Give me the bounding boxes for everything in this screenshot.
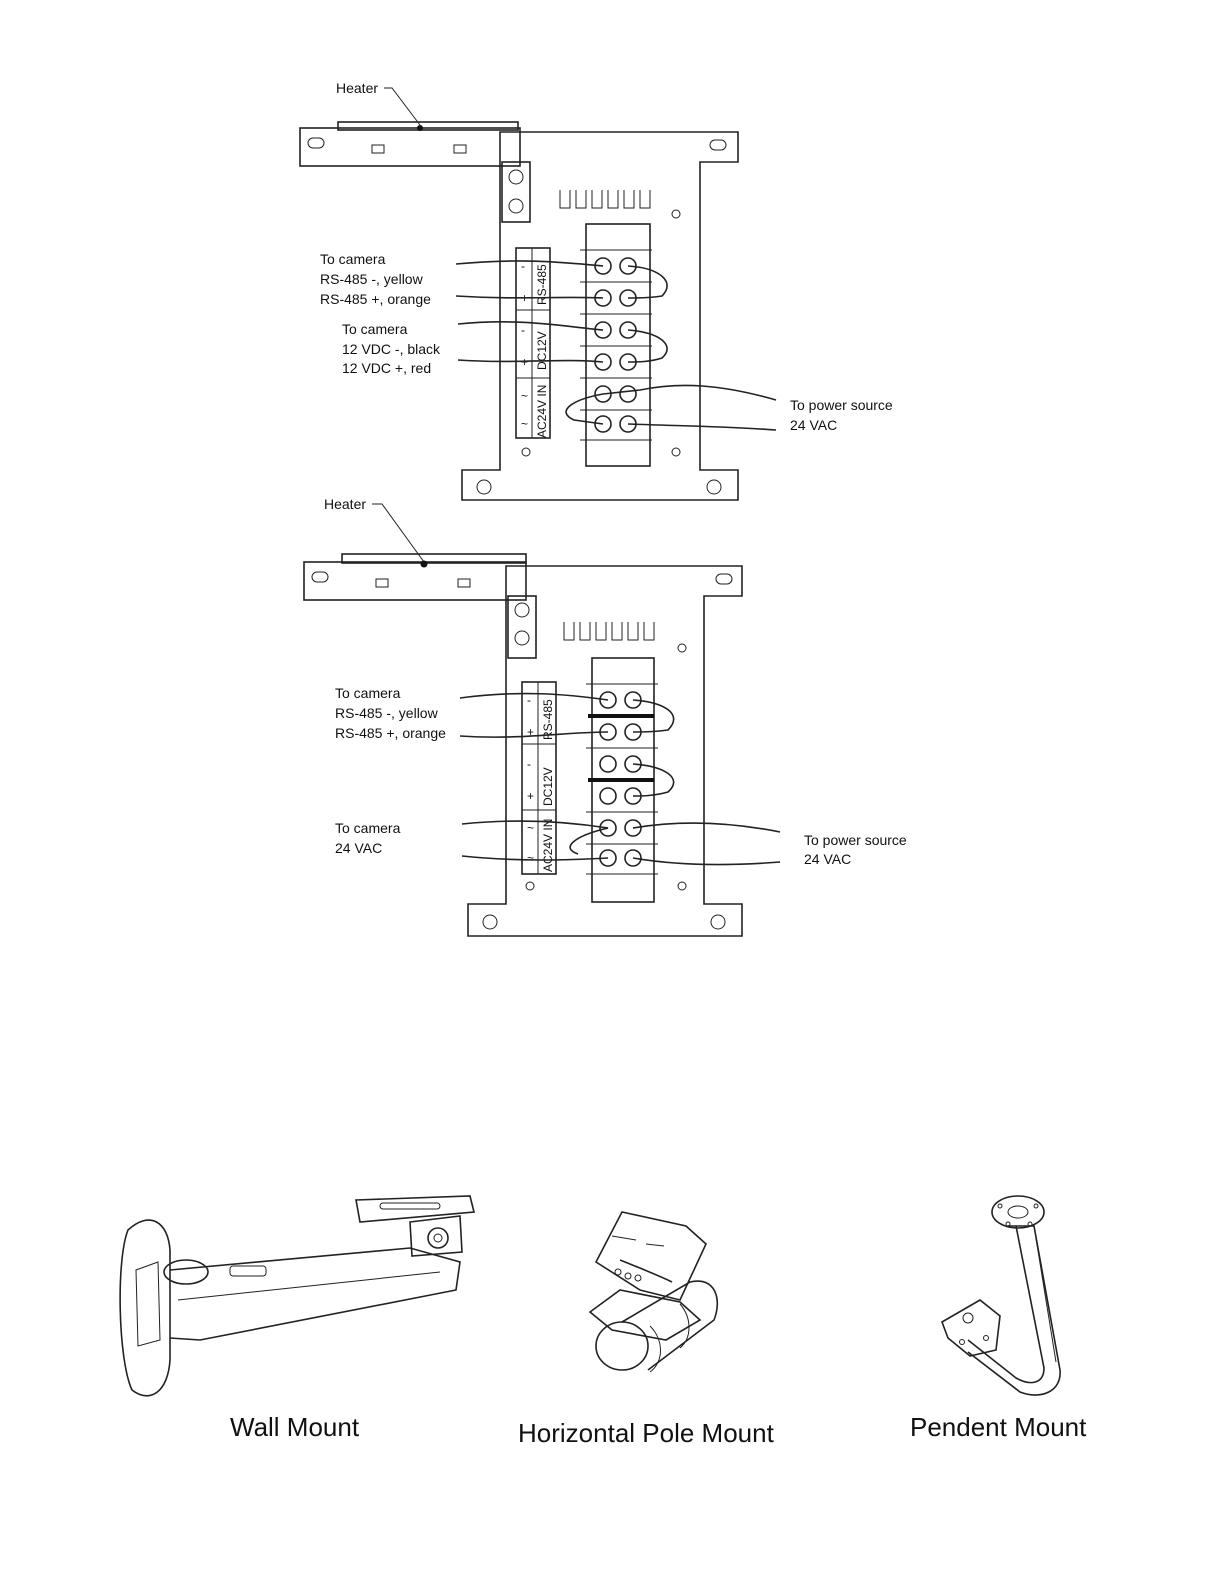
terminal-jumper-bars [588, 714, 654, 782]
heater-element [341, 553, 527, 564]
right-label: 24 VAC [790, 417, 837, 433]
wiring-diagram-2: Heater RS-485 DC12V AC24V IN - + - + ~ ~ [303, 496, 907, 937]
ground-screw [514, 602, 530, 618]
polarity-mark: - [527, 757, 531, 771]
left-label: To camera [342, 321, 408, 337]
terminal-block [585, 223, 651, 467]
right-label: To power source [804, 832, 907, 848]
left-label: RS-485 -, yellow [335, 705, 439, 721]
heater-element [337, 121, 519, 131]
mount-screw [710, 914, 726, 930]
mount-screw [706, 479, 722, 495]
heater-label: Heater [336, 80, 378, 96]
vent-slots [559, 190, 651, 209]
polarity-mark: + [527, 725, 534, 739]
left-label: RS-485 -, yellow [320, 271, 424, 287]
plate-hole [671, 447, 681, 457]
rs485-label: RS-485 [535, 264, 549, 305]
left-label: To camera [335, 820, 401, 836]
bracket-hole [453, 144, 467, 154]
wires [459, 692, 781, 866]
left-label: 12 VDC -, black [342, 341, 441, 357]
right-label: 24 VAC [804, 851, 851, 867]
dc12v-label: DC12V [541, 767, 555, 806]
plate-hole [677, 643, 687, 653]
polarity-mark: ~ [521, 389, 528, 403]
polarity-mark: ~ [527, 821, 534, 835]
polarity-mark: + [527, 789, 534, 803]
top-bracket [303, 561, 527, 601]
horizontal-pole-mount-caption: Horizontal Pole Mount [518, 1418, 775, 1448]
heater-leader-line [384, 87, 421, 126]
housing-plate [461, 131, 739, 501]
ground-screw [514, 630, 530, 646]
heater-leader-line [372, 503, 425, 563]
bracket-hole [371, 144, 385, 154]
right-label: To power source [790, 397, 893, 413]
bracket-slot [311, 571, 329, 583]
bracket-hole [457, 578, 471, 588]
bracket-hole [375, 578, 389, 588]
left-label: RS-485 +, orange [335, 725, 446, 741]
terminal-dividers [586, 683, 658, 875]
polarity-mark: ~ [521, 417, 528, 431]
plate-hole [525, 881, 535, 891]
left-label: RS-485 +, orange [320, 291, 431, 307]
rs485-label: RS-485 [541, 699, 555, 740]
ac24v-label: AC24V IN [541, 819, 555, 872]
terminal-dividers [580, 249, 652, 441]
heater-label: Heater [324, 496, 366, 512]
wall-mount-illustration [119, 1195, 476, 1397]
horizontal-pole-mount-illustration [588, 1211, 718, 1373]
top-bracket [299, 127, 521, 167]
heater-dot [417, 125, 423, 131]
dc12v-label: DC12V [535, 331, 549, 370]
terminal-label-strip [515, 247, 551, 439]
plate-hole [671, 209, 681, 219]
plate-hole [677, 881, 687, 891]
wiring-diagram-1: Heater RS-485 DC12V AC24V IN - + - + ~ [299, 80, 893, 501]
left-label: 12 VDC +, red [342, 360, 431, 376]
bracket-slot [307, 137, 325, 149]
ground-screw [508, 198, 524, 214]
mount-screw [482, 914, 498, 930]
ground-screw [508, 169, 524, 185]
heater-dot [420, 560, 428, 568]
ground-bracket [501, 161, 531, 223]
terminal-screws [599, 691, 642, 867]
pendent-mount-caption: Pendent Mount [910, 1412, 1087, 1442]
housing-plate [467, 565, 743, 937]
plate-hole [521, 447, 531, 457]
ground-bracket [507, 595, 537, 659]
wall-mount-caption: Wall Mount [230, 1412, 360, 1442]
terminal-screws [594, 257, 637, 433]
vent-slots [563, 622, 655, 641]
mount-screw [476, 479, 492, 495]
pendent-mount-illustration [941, 1195, 1061, 1396]
plate-slot [715, 573, 733, 585]
plate-slot [709, 139, 727, 151]
left-label: To camera [335, 685, 401, 701]
polarity-mark: ~ [527, 851, 534, 865]
ac24v-label: AC24V IN [535, 385, 549, 438]
terminal-label-strip [521, 681, 557, 875]
left-label: 24 VAC [335, 840, 382, 856]
wires [455, 260, 777, 431]
left-label: To camera [320, 251, 386, 267]
polarity-mark: - [527, 693, 531, 707]
polarity-mark: - [521, 259, 525, 273]
polarity-mark: - [521, 323, 525, 337]
